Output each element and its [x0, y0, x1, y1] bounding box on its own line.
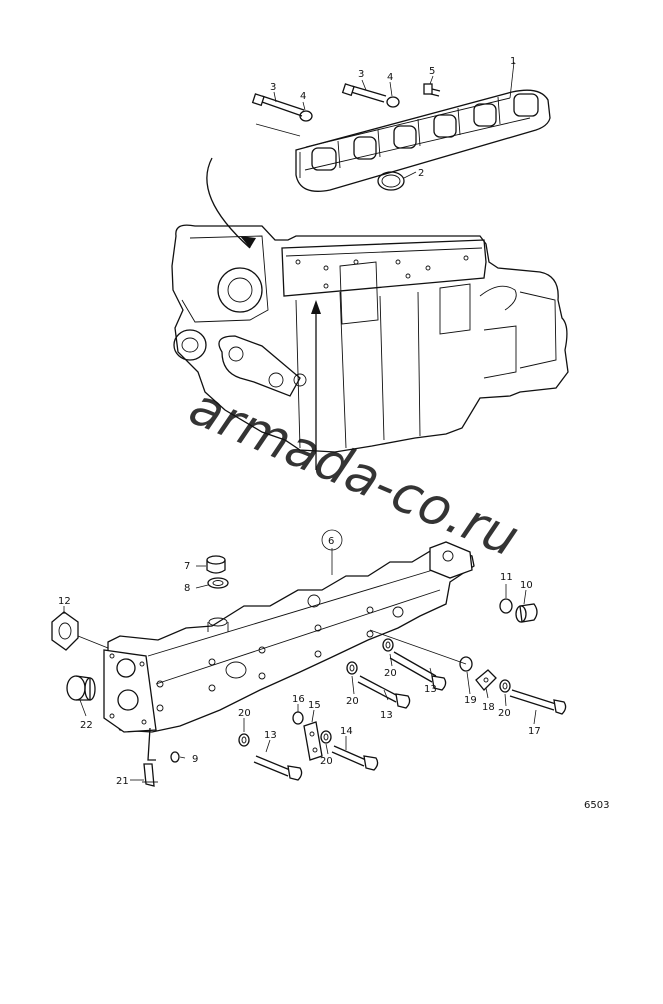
filler-plug [206, 555, 226, 574]
callout-17: 17 [528, 726, 541, 737]
gasket-ring [377, 171, 405, 191]
callout-8: 8 [184, 583, 190, 594]
callout-20-a: 20 [384, 668, 397, 679]
bolt-13-upper [389, 651, 447, 691]
callout-6-circle [321, 529, 343, 551]
callout-10: 10 [520, 580, 533, 591]
callout-labels: 1 2 3 3 4 4 5 6 7 8 9 10 11 12 13 13 13 … [58, 56, 609, 811]
manifold-ports [311, 93, 539, 171]
bolt-17 [509, 689, 567, 715]
callout-20-c: 20 [238, 708, 251, 719]
washer-20-b [346, 661, 358, 675]
callout-22: 22 [80, 720, 93, 731]
callout-13-middle: 13 [380, 710, 393, 721]
callout-9: 9 [192, 754, 198, 765]
manifold-bolt-left [251, 93, 305, 117]
drain-plug [515, 603, 538, 623]
nut-16 [292, 711, 304, 725]
cooler-housing [103, 541, 475, 733]
washer-20-c [238, 733, 250, 747]
bolt-14 [331, 745, 379, 771]
washer-20-e [499, 679, 511, 693]
callout-6: 6 [328, 536, 334, 547]
callout-3-left: 3 [270, 82, 276, 93]
callout-15: 15 [308, 700, 321, 711]
washer-20-a [382, 638, 394, 652]
engine-block [171, 224, 569, 453]
cover-plate [51, 611, 79, 651]
gasket-18 [475, 669, 497, 691]
callout-1: 1 [510, 56, 516, 67]
callout-20-b: 20 [346, 696, 359, 707]
small-bracket [142, 727, 158, 787]
callout-21: 21 [116, 776, 129, 787]
callout-11: 11 [500, 572, 513, 583]
callout-4-right: 4 [387, 72, 393, 83]
manifold-bolt-right [341, 83, 387, 103]
callout-18: 18 [482, 702, 495, 713]
figure-code: 6503 [584, 800, 609, 811]
callout-20-d: 20 [320, 756, 333, 767]
callout-14: 14 [340, 726, 353, 737]
washer-20-d [320, 730, 332, 744]
callout-5: 5 [429, 66, 435, 77]
nut-9 [170, 751, 180, 763]
bolt-13-middle [357, 675, 411, 709]
exhaust-manifold [295, 89, 551, 192]
callout-20-e: 20 [498, 708, 511, 719]
assembly-arrow-curved [206, 157, 251, 249]
leader-lines [63, 61, 537, 781]
callout-13-lower: 13 [264, 730, 277, 741]
plug-seal [207, 577, 229, 589]
bracket-15 [303, 721, 323, 761]
drain-washer [499, 598, 513, 614]
callout-13-upper: 13 [424, 684, 437, 695]
callout-3-right: 3 [358, 69, 364, 80]
callout-4-left: 4 [300, 91, 306, 102]
washer-right [386, 96, 400, 108]
callout-12: 12 [58, 596, 71, 607]
callout-16: 16 [292, 694, 305, 705]
bolt-13-lower [253, 755, 303, 781]
manifold-stud [423, 83, 441, 97]
callout-7: 7 [184, 561, 190, 572]
end-sleeve [66, 675, 96, 701]
washer-left [299, 110, 313, 122]
callout-19: 19 [464, 695, 477, 706]
callout-2: 2 [418, 168, 424, 179]
